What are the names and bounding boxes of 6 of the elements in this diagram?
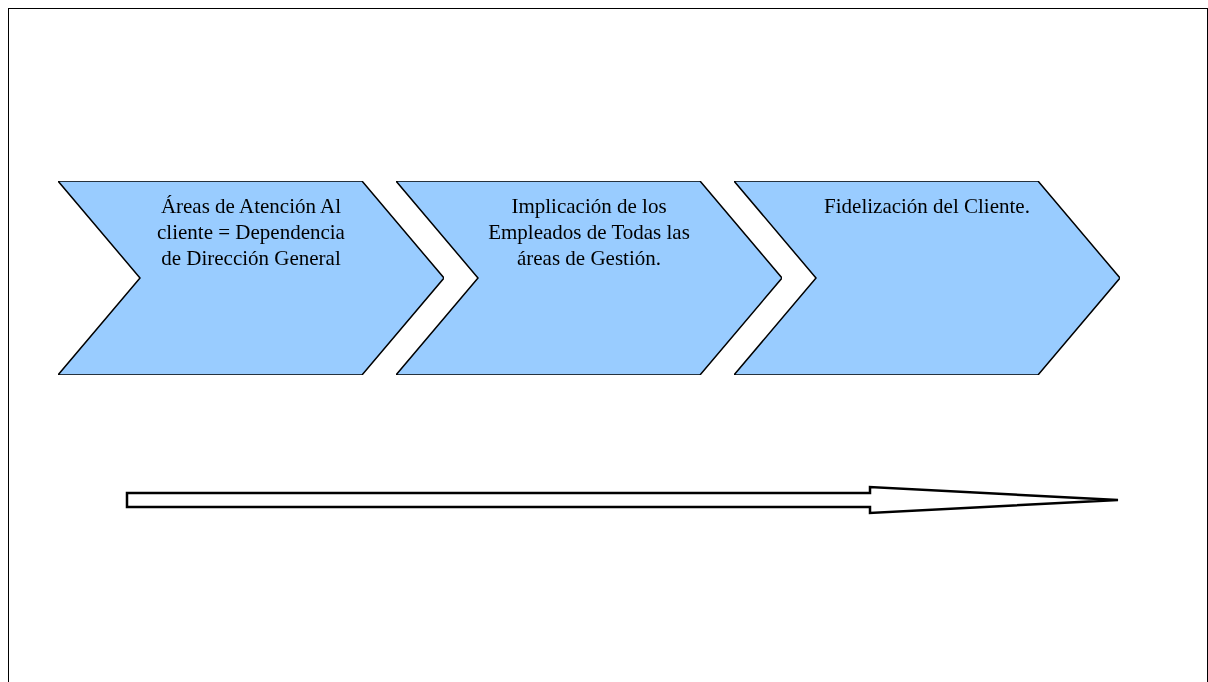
chevron-step — [396, 181, 782, 375]
step-label: Implicación de los Empleados de Todas las áreas de Gestión. — [487, 193, 691, 271]
chevron-step — [58, 181, 444, 375]
step-label: Áreas de Atención Al cliente = Dependencia de Dirección General — [156, 193, 346, 271]
chevron-step — [734, 181, 1120, 375]
step-label: Fidelización del Cliente. — [824, 193, 1030, 219]
